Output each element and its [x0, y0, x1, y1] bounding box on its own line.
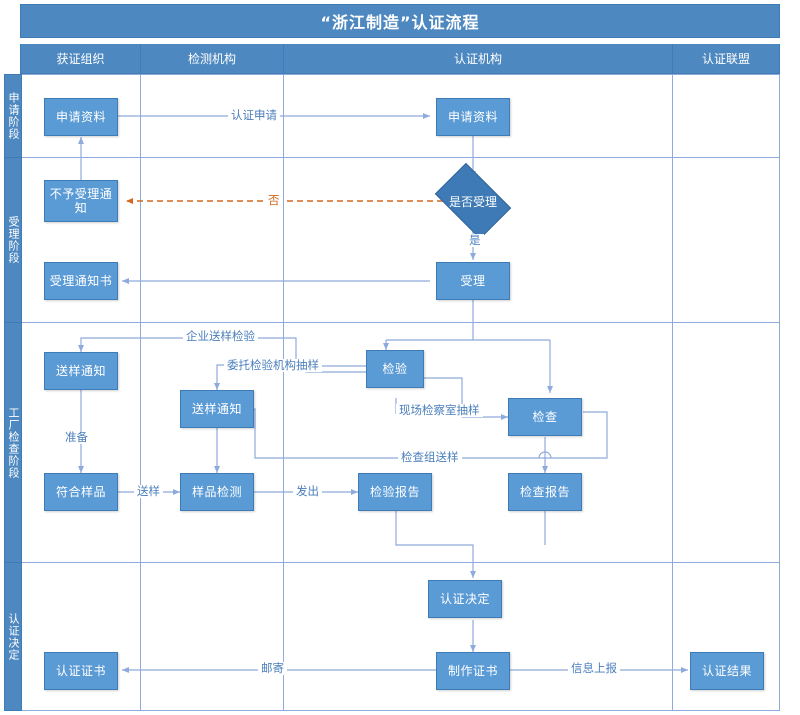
- edge-label-是: 是: [466, 234, 484, 247]
- node-label: 受理通知书: [49, 274, 113, 288]
- node-送样通知-检测机构[interactable]: 送样通知: [180, 390, 254, 428]
- edge-label-信息上报: 信息上报: [568, 662, 620, 675]
- edge-label-送样: 送样: [134, 485, 163, 498]
- node-检查报告[interactable]: 检查报告: [508, 473, 582, 511]
- edge-label-检查组送样: 检查组送样: [398, 451, 462, 464]
- node-label: 检验报告: [369, 485, 420, 499]
- edge-label-委托检验机构抽样: 委托检验机构抽样: [224, 359, 322, 372]
- node-检查[interactable]: 检查: [508, 398, 582, 436]
- node-不予受理通知[interactable]: 不予受理通 知: [44, 180, 118, 222]
- node-label: 认证结果: [701, 664, 752, 678]
- column-header-检测机构: 检测机构: [140, 44, 284, 74]
- node-检验报告[interactable]: 检验报告: [358, 473, 432, 511]
- edge-label-邮寄: 邮寄: [258, 662, 287, 675]
- node-申请资料-获证组织[interactable]: 申请资料: [44, 98, 118, 136]
- column-header-认证机构: 认证机构: [283, 44, 673, 74]
- node-受理[interactable]: 受理: [436, 262, 510, 300]
- node-label: 申请资料: [55, 110, 106, 124]
- node-label: 制作证书: [447, 664, 498, 678]
- node-样品检测[interactable]: 样品检测: [180, 473, 254, 511]
- node-label: 申请资料: [447, 110, 498, 124]
- edge-label-认证申请: 认证申请: [228, 109, 280, 122]
- phase-text: 受理阶段: [7, 216, 20, 264]
- node-申请资料-认证机构[interactable]: 申请资料: [436, 98, 510, 136]
- node-label: 符合样品: [55, 485, 106, 499]
- phase-text: 认证决定: [7, 612, 20, 661]
- phase-label-认证决定: 认证决定: [4, 562, 22, 711]
- node-label: 不予受理通 知: [49, 187, 113, 215]
- column-header-获证组织: 获证组织: [20, 44, 141, 74]
- edge-label-否: 否: [265, 194, 283, 207]
- decision-label: 是否受理: [448, 194, 497, 209]
- node-label: 送样通知: [55, 364, 106, 378]
- node-label: 认证证书: [55, 664, 106, 678]
- node-label: 认证决定: [439, 592, 490, 606]
- phase-label-工厂检查阶段: 工厂检查阶段: [4, 322, 22, 563]
- edge-label-准备: 准备: [62, 431, 91, 444]
- phase-label-申请阶段: 申请阶段: [4, 74, 22, 158]
- node-受理通知书[interactable]: 受理通知书: [44, 262, 118, 300]
- node-label: 检查: [532, 410, 558, 424]
- chart-title: “浙江制造”认证流程: [20, 4, 780, 38]
- node-送样通知-获证组织[interactable]: 送样通知: [44, 352, 118, 390]
- column-header-认证联盟: 认证联盟: [672, 44, 780, 74]
- node-认证证书[interactable]: 认证证书: [44, 652, 118, 690]
- decision-是否受理[interactable]: 是否受理: [434, 162, 512, 240]
- node-label: 检验: [382, 362, 408, 376]
- node-检验[interactable]: 检验: [366, 350, 424, 388]
- node-label: 送样通知: [191, 402, 242, 416]
- phase-label-受理阶段: 受理阶段: [4, 157, 22, 323]
- phase-text: 工厂检查阶段: [7, 406, 20, 479]
- phase-text: 申请阶段: [7, 92, 20, 140]
- node-制作证书[interactable]: 制作证书: [436, 652, 510, 690]
- edge-label-现场检察室抽样: 现场检察室抽样: [396, 404, 483, 417]
- node-认证决定[interactable]: 认证决定: [428, 580, 502, 618]
- node-label: 检查报告: [519, 485, 570, 499]
- node-label: 样品检测: [191, 485, 242, 499]
- node-认证结果[interactable]: 认证结果: [690, 652, 764, 690]
- edge-label-企业送样检验: 企业送样检验: [183, 330, 258, 343]
- node-符合样品[interactable]: 符合样品: [44, 473, 118, 511]
- edge-label-发出: 发出: [293, 485, 322, 498]
- node-label: 受理: [460, 274, 486, 288]
